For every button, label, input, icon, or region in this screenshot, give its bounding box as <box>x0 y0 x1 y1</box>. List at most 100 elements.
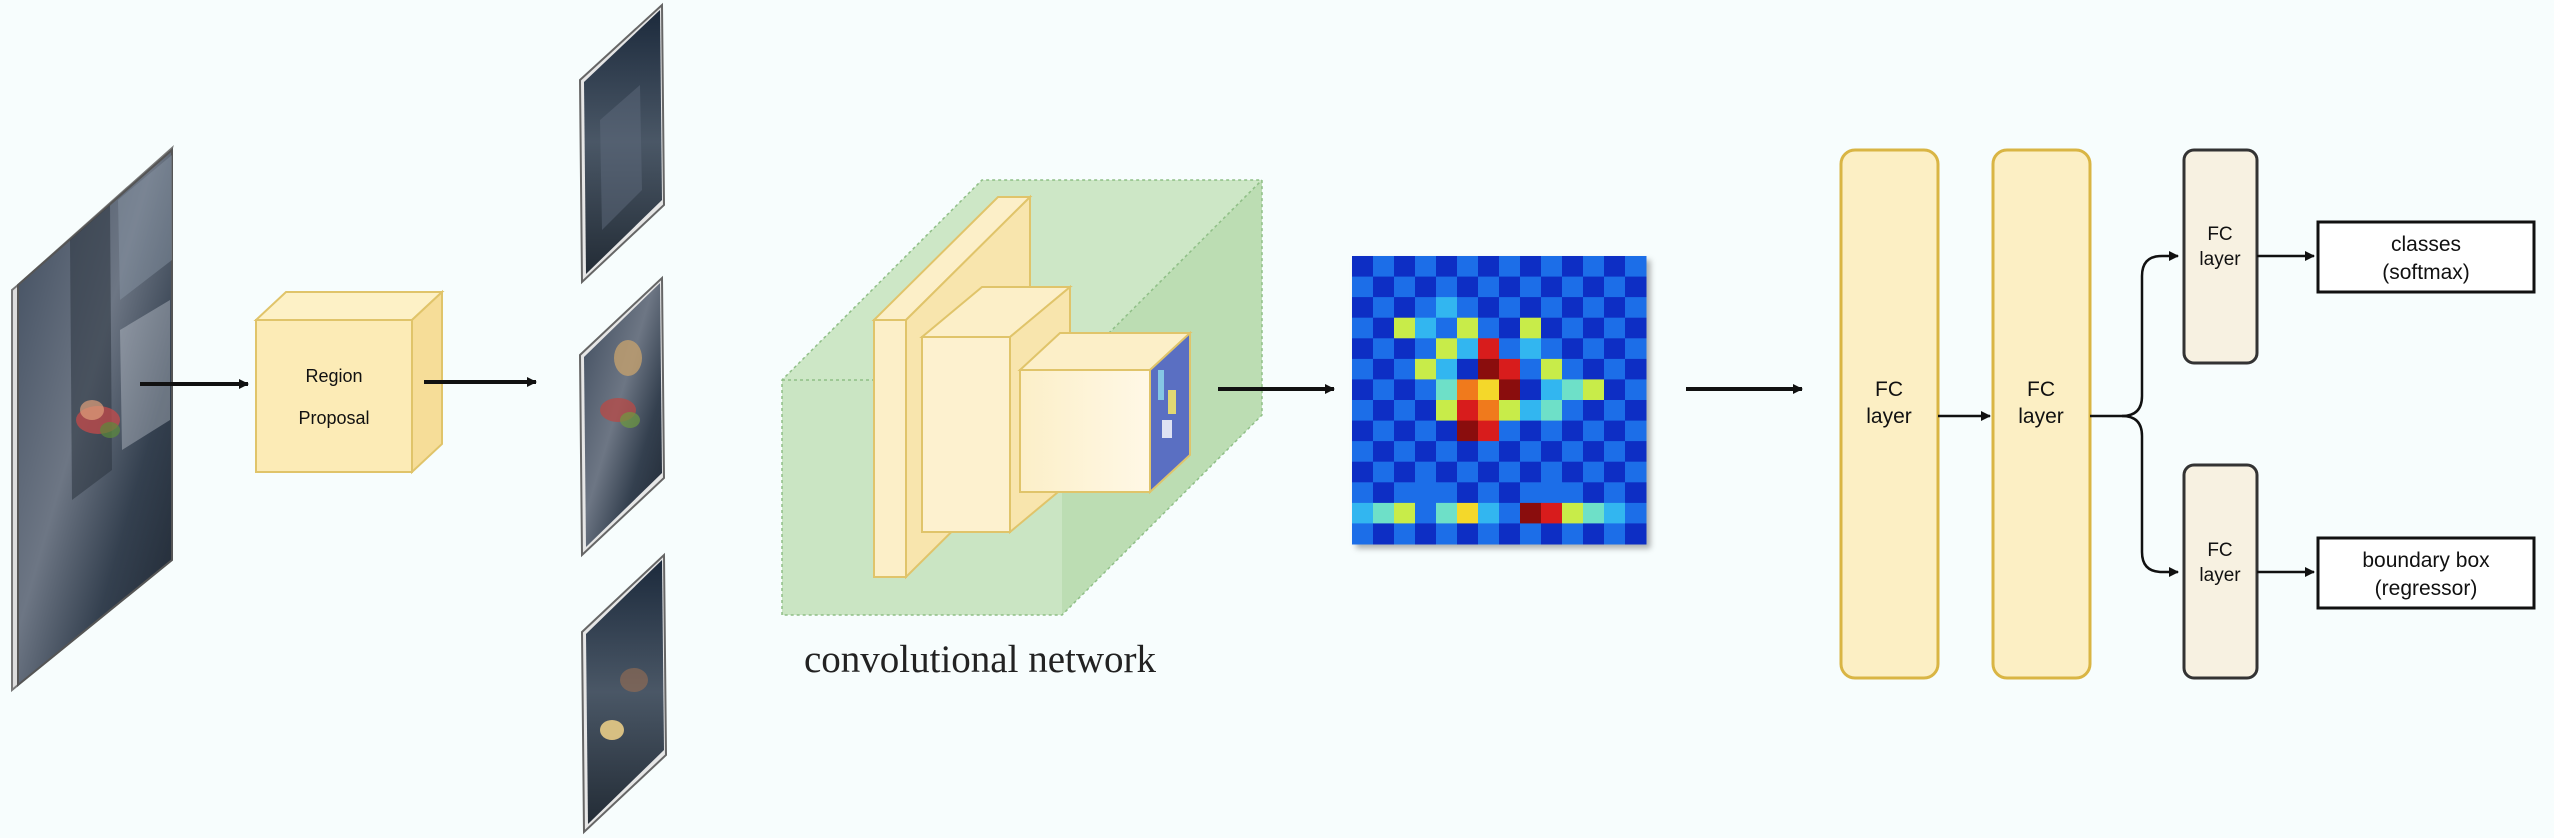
feature-heatmap-icon <box>1352 256 1647 545</box>
heatmap-cell <box>1373 379 1395 401</box>
heatmap-cell <box>1520 358 1542 380</box>
heatmap-cell <box>1520 400 1542 422</box>
heatmap-cell <box>1604 317 1626 339</box>
heatmap-cell <box>1415 441 1437 463</box>
heatmap-cell <box>1478 256 1500 278</box>
output-bbox-box: boundary box (regressor) <box>2316 536 2536 610</box>
heatmap-cell <box>1373 420 1395 442</box>
heatmap-cell <box>1415 502 1437 524</box>
heatmap-cell <box>1373 297 1395 319</box>
heatmap-cell <box>1352 358 1374 380</box>
heatmap-cell <box>1415 317 1437 339</box>
heatmap-cell <box>1415 482 1437 504</box>
heatmap-cell <box>1373 482 1395 504</box>
conv-network-label: convolutional network <box>804 638 1157 681</box>
heatmap-cell <box>1520 256 1542 278</box>
fc-layer-4-label-line1: FC <box>2207 540 2232 561</box>
heatmap-cell <box>1625 441 1647 463</box>
heatmap-cell <box>1541 441 1563 463</box>
heatmap-cell <box>1604 338 1626 360</box>
heatmap-cell <box>1541 420 1563 442</box>
heatmap-cell <box>1499 338 1521 360</box>
heatmap-cell <box>1352 420 1374 442</box>
heatmap-cell <box>1352 441 1374 463</box>
heatmap-cell <box>1583 502 1605 524</box>
heatmap-cell <box>1394 420 1416 442</box>
heatmap-cell <box>1520 502 1542 524</box>
heatmap-cell <box>1604 358 1626 380</box>
heatmap-cell <box>1415 523 1437 545</box>
fc-layer-4: FC layer <box>2182 463 2259 680</box>
input-image <box>11 144 174 693</box>
heatmap-cell <box>1604 441 1626 463</box>
heatmap-cell <box>1457 317 1479 339</box>
heatmap-cell <box>1583 441 1605 463</box>
heatmap-cell <box>1436 317 1458 339</box>
heatmap-cell <box>1394 338 1416 360</box>
region-crop-1 <box>578 2 666 285</box>
heatmap-cell <box>1478 317 1500 339</box>
heatmap-cell <box>1562 276 1584 298</box>
output-bbox-line2: (regressor) <box>2375 577 2478 600</box>
heatmap-cell <box>1562 461 1584 483</box>
heatmap-cell <box>1604 276 1626 298</box>
heatmap-cell <box>1541 482 1563 504</box>
heatmap-cell <box>1625 523 1647 545</box>
heatmap-cell <box>1604 461 1626 483</box>
heatmap-cell <box>1520 482 1542 504</box>
conv-network: convolutional network <box>781 179 1263 681</box>
heatmap-cell <box>1625 276 1647 298</box>
heatmap-cell <box>1394 523 1416 545</box>
heatmap-cell <box>1394 358 1416 380</box>
heatmap-cell <box>1541 256 1563 278</box>
heatmap-cell <box>1562 358 1584 380</box>
heatmap-cell <box>1541 297 1563 319</box>
heatmap-cell <box>1541 523 1563 545</box>
heatmap-cell <box>1352 461 1374 483</box>
region-proposal-label-line2: Proposal <box>298 408 369 428</box>
heatmap-cell <box>1394 461 1416 483</box>
heatmap-cell <box>1604 420 1626 442</box>
heatmap-cell <box>1436 400 1458 422</box>
heatmap-cell <box>1604 297 1626 319</box>
heatmap-cell <box>1541 400 1563 422</box>
heatmap-cell <box>1415 461 1437 483</box>
heatmap-cell <box>1394 400 1416 422</box>
heatmap-cell <box>1394 379 1416 401</box>
heatmap-cell <box>1583 461 1605 483</box>
heatmap-cell <box>1478 482 1500 504</box>
heatmap-cell <box>1352 276 1374 298</box>
heatmap-cell <box>1457 461 1479 483</box>
heatmap-cell <box>1394 317 1416 339</box>
heatmap-cell <box>1520 297 1542 319</box>
heatmap-cell <box>1583 523 1605 545</box>
heatmap-cell <box>1499 461 1521 483</box>
branch-connector <box>2090 251 2179 418</box>
heatmap-cell <box>1562 420 1584 442</box>
heatmap-cell <box>1478 358 1500 380</box>
heatmap-cell <box>1583 297 1605 319</box>
heatmap-cell <box>1604 482 1626 504</box>
heatmap-cell <box>1520 379 1542 401</box>
heatmap-cell <box>1373 523 1395 545</box>
heatmap-cell <box>1541 276 1563 298</box>
fc-layer-2: FC layer <box>1991 148 2092 680</box>
heatmap-cell <box>1625 379 1647 401</box>
heatmap-cell <box>1478 276 1500 298</box>
output-classes-box: classes (softmax) <box>2316 220 2536 294</box>
heatmap-cell <box>1394 482 1416 504</box>
heatmap-cell <box>1520 441 1542 463</box>
region-proposal-box: Region Proposal <box>253 289 445 475</box>
fc-layer-2-label-line1: FC <box>2027 378 2055 401</box>
heatmap-cell <box>1436 276 1458 298</box>
heatmap-cell <box>1478 297 1500 319</box>
heatmap-cell <box>1457 379 1479 401</box>
heatmap-cell <box>1373 317 1395 339</box>
heatmap-cell <box>1478 502 1500 524</box>
heatmap-cell <box>1499 256 1521 278</box>
heatmap-cell <box>1604 502 1626 524</box>
heatmap-cell <box>1562 338 1584 360</box>
heatmap-cell <box>1415 256 1437 278</box>
heatmap-cell <box>1625 256 1647 278</box>
